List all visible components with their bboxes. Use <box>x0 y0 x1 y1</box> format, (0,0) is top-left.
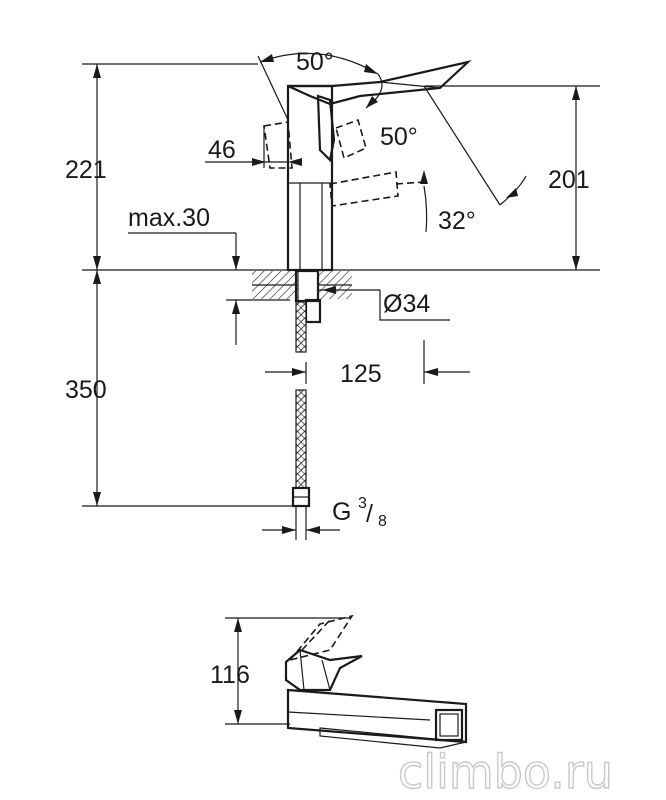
side-lever <box>284 648 363 692</box>
arrow-icon <box>252 158 266 166</box>
watermark-text: climbo.ru <box>398 745 613 799</box>
arrow-icon <box>572 256 580 270</box>
angle-ext-spout <box>423 85 501 206</box>
side-spout-edge <box>287 711 431 721</box>
dim-label-angle-32: 32° <box>438 207 476 235</box>
arrow-icon <box>288 158 302 166</box>
dim-label-max30: max.30 <box>128 204 210 232</box>
leader-diameter-bend <box>379 290 450 321</box>
side-view: 116 <box>210 614 468 749</box>
side-spout-bottom <box>319 727 467 749</box>
thread-label-prefix: G <box>332 498 351 526</box>
lever <box>316 94 336 163</box>
side-spout <box>286 688 468 744</box>
dim-label-46: 46 <box>208 136 236 164</box>
arrow-icon <box>93 270 101 284</box>
arrow-icon <box>260 54 274 62</box>
lever-ghost-right <box>335 118 367 160</box>
angle-ext-top-left <box>257 55 289 121</box>
angle-arc-top <box>259 52 379 75</box>
lever-ghost-left <box>263 121 293 169</box>
spout-edge <box>379 81 441 89</box>
angle-arc-32 <box>499 175 527 206</box>
arrow-icon <box>420 170 428 184</box>
arrow-icon <box>93 492 101 506</box>
angle-arc-32-lower <box>423 185 428 233</box>
thread-label-denominator: 8 <box>378 513 387 530</box>
dim-label-angle-right: 50° <box>380 123 418 151</box>
arrow-icon <box>93 64 101 78</box>
arrow-icon <box>232 300 240 314</box>
mount-stud <box>294 269 320 303</box>
hose-lower-cross <box>296 390 306 488</box>
arrow-icon <box>572 86 580 100</box>
arrow-icon <box>292 368 306 376</box>
arrow-icon <box>234 710 242 724</box>
spout-ghost <box>329 171 399 207</box>
dim-label-350: 350 <box>65 376 107 404</box>
dim-label-diameter: Ø34 <box>383 290 430 318</box>
arrow-icon <box>364 64 378 74</box>
dim-label-201: 201 <box>548 166 590 194</box>
arrow-icon <box>232 256 240 270</box>
arrow-icon <box>93 256 101 270</box>
dim-label-221: 221 <box>65 156 107 184</box>
front-view: 221 350 201 max.30 Ø34 <box>65 48 600 540</box>
arrow-icon <box>282 526 296 534</box>
arrow-icon <box>234 618 242 632</box>
arrow-icon <box>506 188 518 198</box>
spout-ghost-tip <box>395 181 425 185</box>
side-lever-edge <box>321 659 331 691</box>
faucet-body <box>286 84 334 272</box>
side-spout-outlet-inner <box>439 713 459 737</box>
side-lever-edge <box>299 649 305 691</box>
arrow-icon <box>424 368 438 376</box>
dim-label-116: 116 <box>210 661 250 689</box>
arrow-icon <box>366 96 378 108</box>
side-lever-ghost <box>287 614 354 662</box>
arrow-icon <box>306 526 320 534</box>
dim-label-125: 125 <box>340 360 382 388</box>
mount-nut <box>304 298 322 324</box>
thread-label-numerator: 3 <box>358 495 367 512</box>
arrow-icon <box>322 286 336 294</box>
side-lever-ghost-line <box>301 619 331 651</box>
thread-label-slash: / <box>366 500 373 528</box>
hose-upper-cross <box>296 302 306 352</box>
dim-label-angle-top: 50° <box>296 48 334 76</box>
